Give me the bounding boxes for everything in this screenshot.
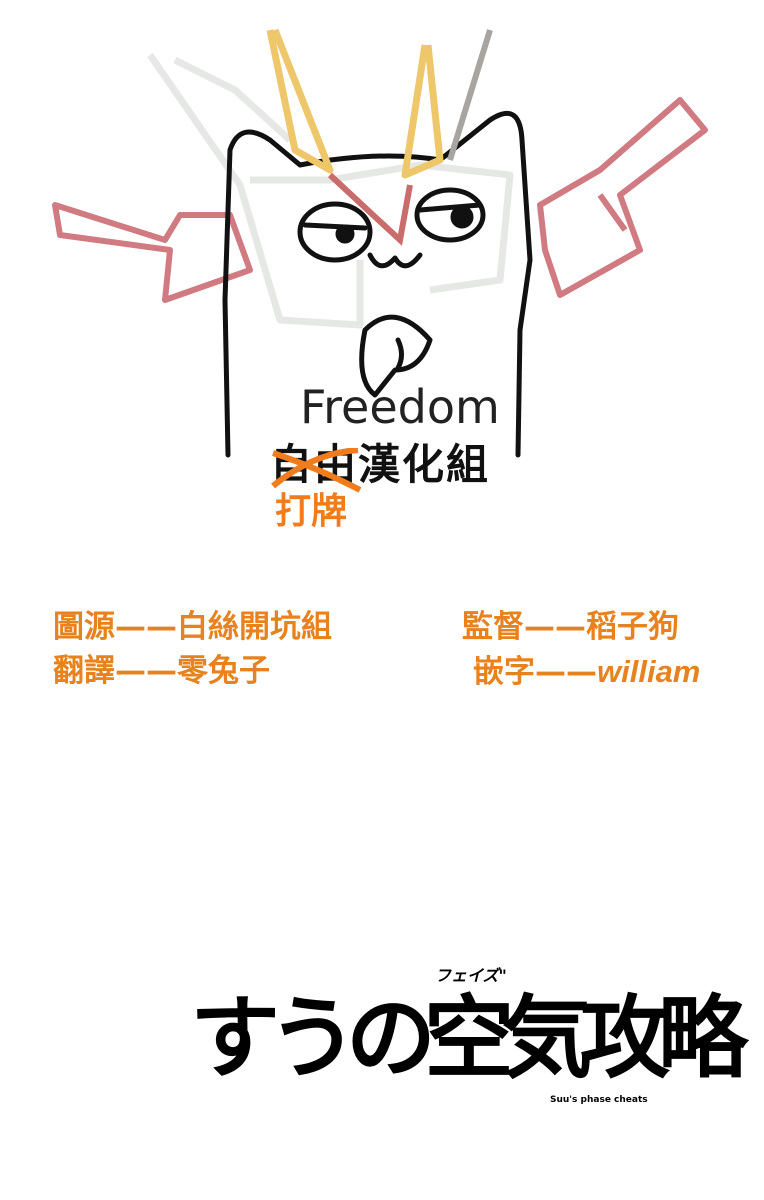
cat-mascot-drawing: [52, 28, 708, 458]
credit-source: 圖源——白絲開坑組: [53, 609, 332, 645]
replacement-name: 打牌: [275, 491, 348, 532]
credit-typesetter: 嵌字——william: [473, 654, 701, 690]
logo-ruby: フェイズ": [435, 966, 507, 985]
group-suffix: 漢化組: [358, 440, 491, 489]
strike-x-mark: [271, 448, 362, 493]
series-logo: フェイズ" すうの空気攻略 Suu's phase cheats: [190, 960, 750, 1150]
credit-supervisor: 監督——稻子狗: [462, 609, 679, 645]
credit-translator: 翻譯——零兔子: [53, 653, 270, 689]
logo-subtitle: Suu's phase cheats: [550, 1095, 648, 1105]
watermark-name-en: Freedom: [300, 380, 500, 434]
logo-title: すうの空気攻略: [190, 986, 748, 1091]
